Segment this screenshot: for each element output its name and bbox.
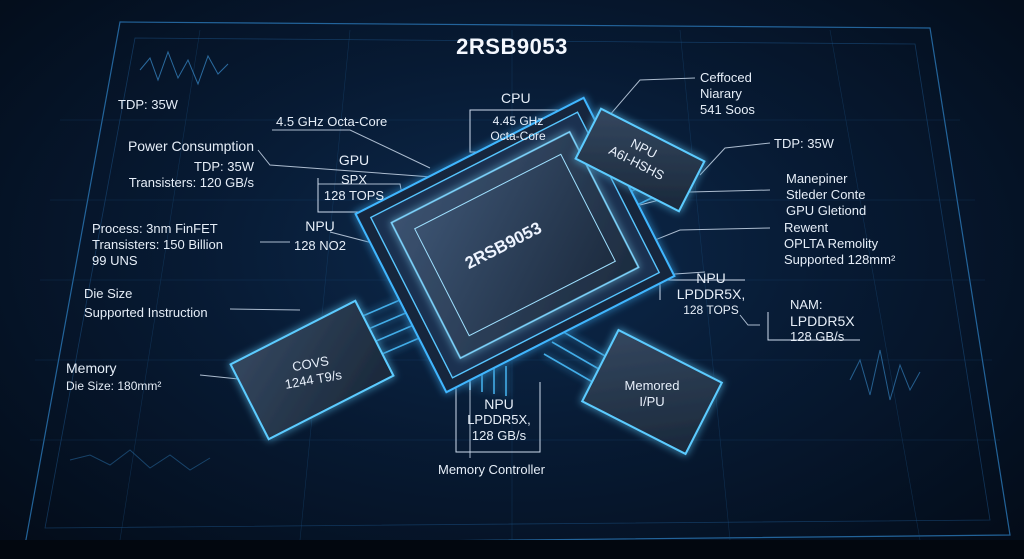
process-callout: Process: 3nm FinFET Transisters: 150 Bil…	[92, 221, 223, 269]
board-frame	[24, 21, 1011, 546]
callout-line: SPX	[340, 172, 367, 187]
callout-line: Rewent	[784, 220, 829, 235]
callout-line: 128 GB/s	[471, 428, 527, 443]
waveform-bottom-left	[69, 449, 211, 471]
callout-line: Transisters: 120 GB/s	[128, 175, 254, 190]
callout-line: Die Size	[84, 286, 133, 301]
right-stack2-callout: Rewent OPLTA Remolity Supported 128mm²	[784, 220, 895, 268]
die-size-callout: Die Size Supported Instruction	[84, 286, 208, 321]
npu-right-callout: NPU LPDDR5X, 128 TOPS	[676, 270, 746, 318]
memored-module-line: Memored	[624, 378, 680, 393]
callout-line: 128 TOPS	[323, 188, 385, 203]
cpu-header: CPU	[501, 90, 531, 106]
tdp-top-left-label: TDP: 35W	[118, 97, 178, 112]
npu-left-callout: NPU 128 NO2	[290, 218, 350, 254]
callout-line: Ceffoced	[700, 70, 752, 85]
covs-module	[229, 299, 395, 441]
callout-line: Process: 3nm FinFET	[92, 221, 218, 236]
waveform-top-left	[139, 50, 229, 86]
top-right-callout: Ceffoced Niarary 541 Soos	[700, 70, 755, 118]
callout-line: GPU	[338, 152, 370, 168]
nam-callout: NAM: LPDDR5X 128 GB/s	[790, 297, 855, 345]
right-stack-callout: Manepiner Stleder Conte GPU Gletiond	[786, 171, 866, 219]
gpu-callout: GPU SPX 128 TOPS	[322, 152, 386, 204]
cpu-box-line: Octa-Core	[490, 129, 546, 143]
callout-line: NPU	[484, 396, 514, 412]
nam-bracket	[767, 312, 860, 341]
callout-line: LPDDR5X	[790, 313, 855, 329]
callout-line: NAM:	[790, 297, 823, 312]
callout-line: 128 NO2	[293, 238, 347, 253]
callout-line: Supported 128mm²	[784, 252, 896, 267]
memory-callout: Memory Die Size: 180mm²	[66, 360, 161, 394]
board-frame-inner	[44, 37, 991, 529]
memored-module-label: Memored I/PU	[612, 378, 692, 410]
npu-module	[574, 107, 706, 213]
callout-line: 541 Soos	[700, 102, 755, 117]
callout-line: Supported Instruction	[84, 305, 208, 320]
npu-bottom-bracket	[455, 382, 541, 453]
callout-line: Power Consumption	[127, 138, 254, 154]
memory-controller-label: Memory Controller	[438, 462, 545, 477]
main-chip	[354, 96, 676, 394]
callout-line: 128 GB/s	[790, 329, 845, 344]
callout-line: 99 UNS	[92, 253, 138, 268]
memored-module-line: I/PU	[639, 394, 665, 409]
npu-bottom-callout: NPU LPDDR5X, 128 GB/s	[458, 396, 540, 444]
callout-line: Niarary	[700, 86, 742, 101]
callout-line: Transisters: 150 Billion	[92, 237, 224, 252]
page-title: 2RSB9053	[456, 34, 568, 59]
callout-line: NPU	[305, 218, 335, 234]
callout-line: Manepiner	[786, 171, 848, 186]
callout-line: LPDDR5X,	[467, 412, 531, 427]
callout-line: GPU Gletiond	[786, 203, 867, 218]
callout-line: OPLTA Remolity	[784, 236, 879, 251]
callout-line: Die Size: 180mm²	[66, 379, 162, 393]
cpu-box-text: 4.45 GHz Octa-Core	[470, 114, 566, 144]
callout-line: Memory	[66, 360, 117, 376]
callout-line: NPU	[696, 270, 726, 286]
memored-module	[580, 328, 724, 456]
bottom-band	[0, 540, 1024, 559]
callout-line: LPDDR5X,	[676, 286, 746, 302]
callout-line: 128 TOPS	[683, 303, 739, 317]
callout-line: TDP: 35W	[194, 159, 254, 174]
waveform-bottom-right	[849, 349, 921, 401]
octa-core-label: 4.5 GHz Octa-Core	[276, 114, 388, 129]
callout-line: Stleder Conte	[786, 187, 866, 202]
power-consumption-callout: Power Consumption TDP: 35W Transisters: …	[106, 138, 254, 191]
cpu-box-line: 4.45 GHz	[492, 114, 544, 128]
tdp-right-label: TDP: 35W	[774, 136, 834, 151]
